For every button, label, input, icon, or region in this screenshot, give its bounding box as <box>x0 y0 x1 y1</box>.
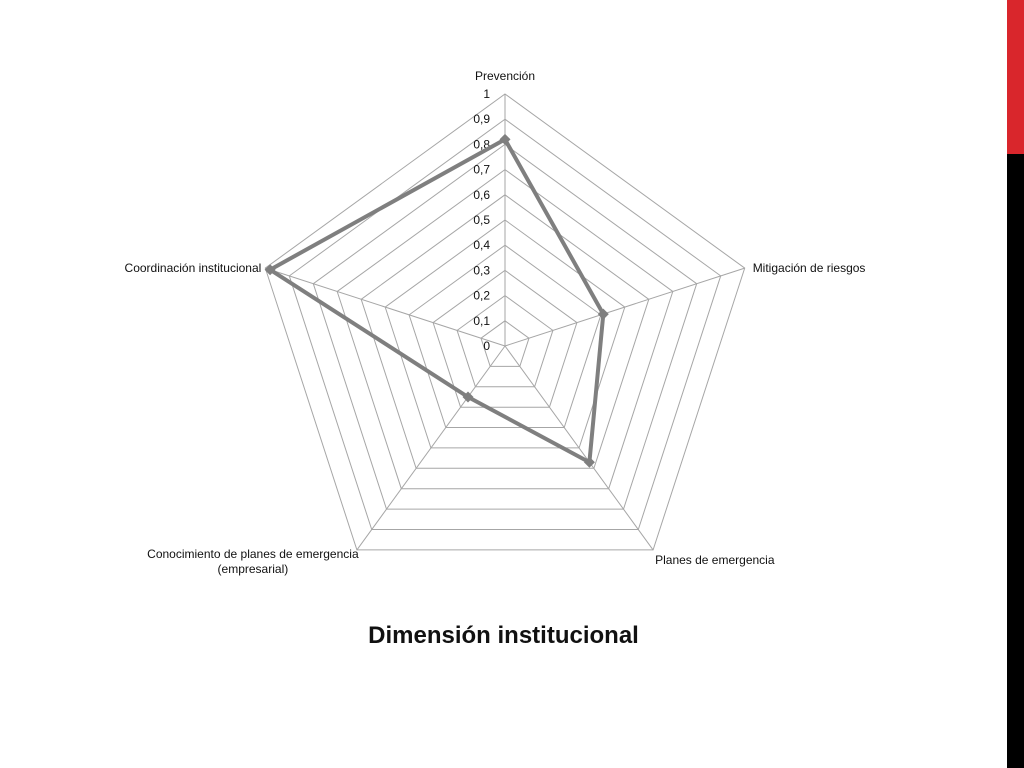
radar-series-line <box>268 137 606 465</box>
radar-axis-label: Coordinación institucional <box>125 261 262 275</box>
accent-bar-red <box>1007 0 1024 154</box>
radar-gridline <box>384 219 626 449</box>
radar-data-point <box>264 264 276 276</box>
radar-axis-label-line: Conocimiento de planes de emergencia <box>147 547 359 561</box>
radar-gridline <box>456 294 554 388</box>
radar-data-point <box>462 391 474 403</box>
radar-spoke <box>504 345 654 551</box>
radar-axis-label-line: (empresarial) <box>218 562 289 576</box>
radar-tick-label: 0,5 <box>473 213 490 227</box>
radar-tick-label: 1 <box>483 87 490 101</box>
radar-axis-label: Conocimiento de planes de emergencia(emp… <box>147 547 359 576</box>
radar-data-point <box>499 133 511 145</box>
radar-spoke <box>504 267 745 347</box>
radar-axis-label: Mitigación de riesgos <box>753 261 866 275</box>
radar-tick-label: 0 <box>483 339 490 353</box>
radar-tick-label: 0,6 <box>473 188 490 202</box>
radar-axis-label: Planes de emergencia <box>655 553 775 567</box>
radar-chart: 00,10,20,30,40,50,60,70,80,91PrevenciónM… <box>125 69 866 576</box>
radar-gridline <box>408 244 602 428</box>
radar-axis-label: Prevención <box>475 69 535 83</box>
radar-tick-label: 0,2 <box>473 289 490 303</box>
radar-gridline <box>360 194 650 469</box>
radar-gridline <box>432 269 578 408</box>
radar-gridline <box>312 143 698 510</box>
radar-tick-label: 0,7 <box>473 163 490 177</box>
radar-grid <box>264 93 746 551</box>
radar-gridline <box>264 93 746 551</box>
accent-bar-black <box>1007 154 1024 768</box>
radar-spoke <box>356 345 506 551</box>
radar-tick-label: 0,3 <box>473 263 490 277</box>
radar-gridline <box>480 320 530 367</box>
radar-gridline <box>336 168 674 490</box>
radar-tick-label: 0,4 <box>473 238 490 252</box>
radar-tick-label: 0,9 <box>473 112 490 126</box>
chart-title: Dimensión institucional <box>368 622 639 649</box>
radar-tick-label: 0,1 <box>473 314 490 328</box>
radar-data-point <box>583 456 595 468</box>
radar-gridline <box>288 118 722 530</box>
radar-data-point <box>597 308 609 320</box>
radar-spoke <box>265 267 506 347</box>
